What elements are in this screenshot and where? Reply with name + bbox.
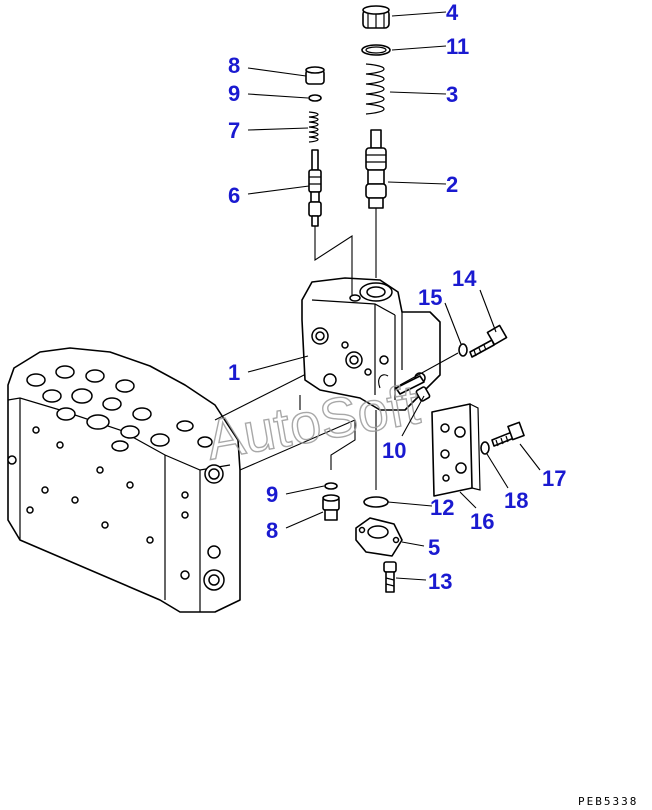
valve-section-body	[301, 277, 441, 411]
callout-18: 18	[504, 488, 528, 513]
callout-9-top: 9	[228, 81, 240, 106]
bolt-13	[383, 561, 397, 593]
block-front-ports	[7, 426, 225, 591]
callout-14: 14	[452, 266, 477, 291]
callout-12: 12	[430, 495, 454, 520]
flange-5	[355, 517, 403, 557]
callout-1: 1	[228, 360, 240, 385]
plug-8-bottom	[322, 494, 340, 521]
callout-7: 7	[228, 118, 240, 143]
main-valve-block	[7, 347, 241, 613]
bolt-17	[491, 421, 525, 447]
callout-9-bottom: 9	[266, 482, 278, 507]
callout-2: 2	[446, 172, 458, 197]
bolt-14	[469, 324, 508, 358]
cover-plate-16	[431, 403, 481, 497]
o-ring-11	[361, 44, 391, 56]
callout-16: 16	[470, 509, 494, 534]
o-ring-12	[363, 496, 389, 508]
callout-8-top: 8	[228, 53, 240, 78]
callout-5: 5	[428, 535, 440, 560]
callout-17: 17	[542, 466, 566, 491]
spring-3	[365, 63, 385, 115]
drawing-code: PEB5338	[578, 795, 638, 808]
callout-4: 4	[446, 0, 459, 25]
callout-6: 6	[228, 183, 240, 208]
plug-4	[362, 5, 390, 29]
spool-2	[365, 129, 387, 278]
assembly-guide-lines	[214, 371, 356, 471]
callout-15: 15	[418, 285, 442, 310]
spool-6	[308, 149, 353, 295]
o-ring-9-top	[308, 94, 322, 102]
leader-lines	[247, 11, 541, 581]
callout-10: 10	[382, 438, 406, 463]
o-ring-9-bottom	[324, 482, 338, 490]
callout-11: 11	[446, 34, 469, 59]
washer-18	[480, 441, 490, 455]
bottom-guide-line	[330, 420, 356, 470]
plug-8-top	[305, 66, 325, 85]
block-top-holes	[26, 365, 213, 452]
bolt-axis	[399, 352, 459, 386]
screw-10	[378, 374, 431, 402]
callout-13: 13	[428, 569, 452, 594]
callout-8-bottom: 8	[266, 518, 278, 543]
callout-numbers: 4 11 8 3 9 7 2 6 14 15 1 10 9 12 16 17 1…	[228, 0, 566, 594]
callout-3: 3	[446, 82, 458, 107]
washer-15	[458, 343, 468, 357]
spring-7	[308, 111, 319, 143]
